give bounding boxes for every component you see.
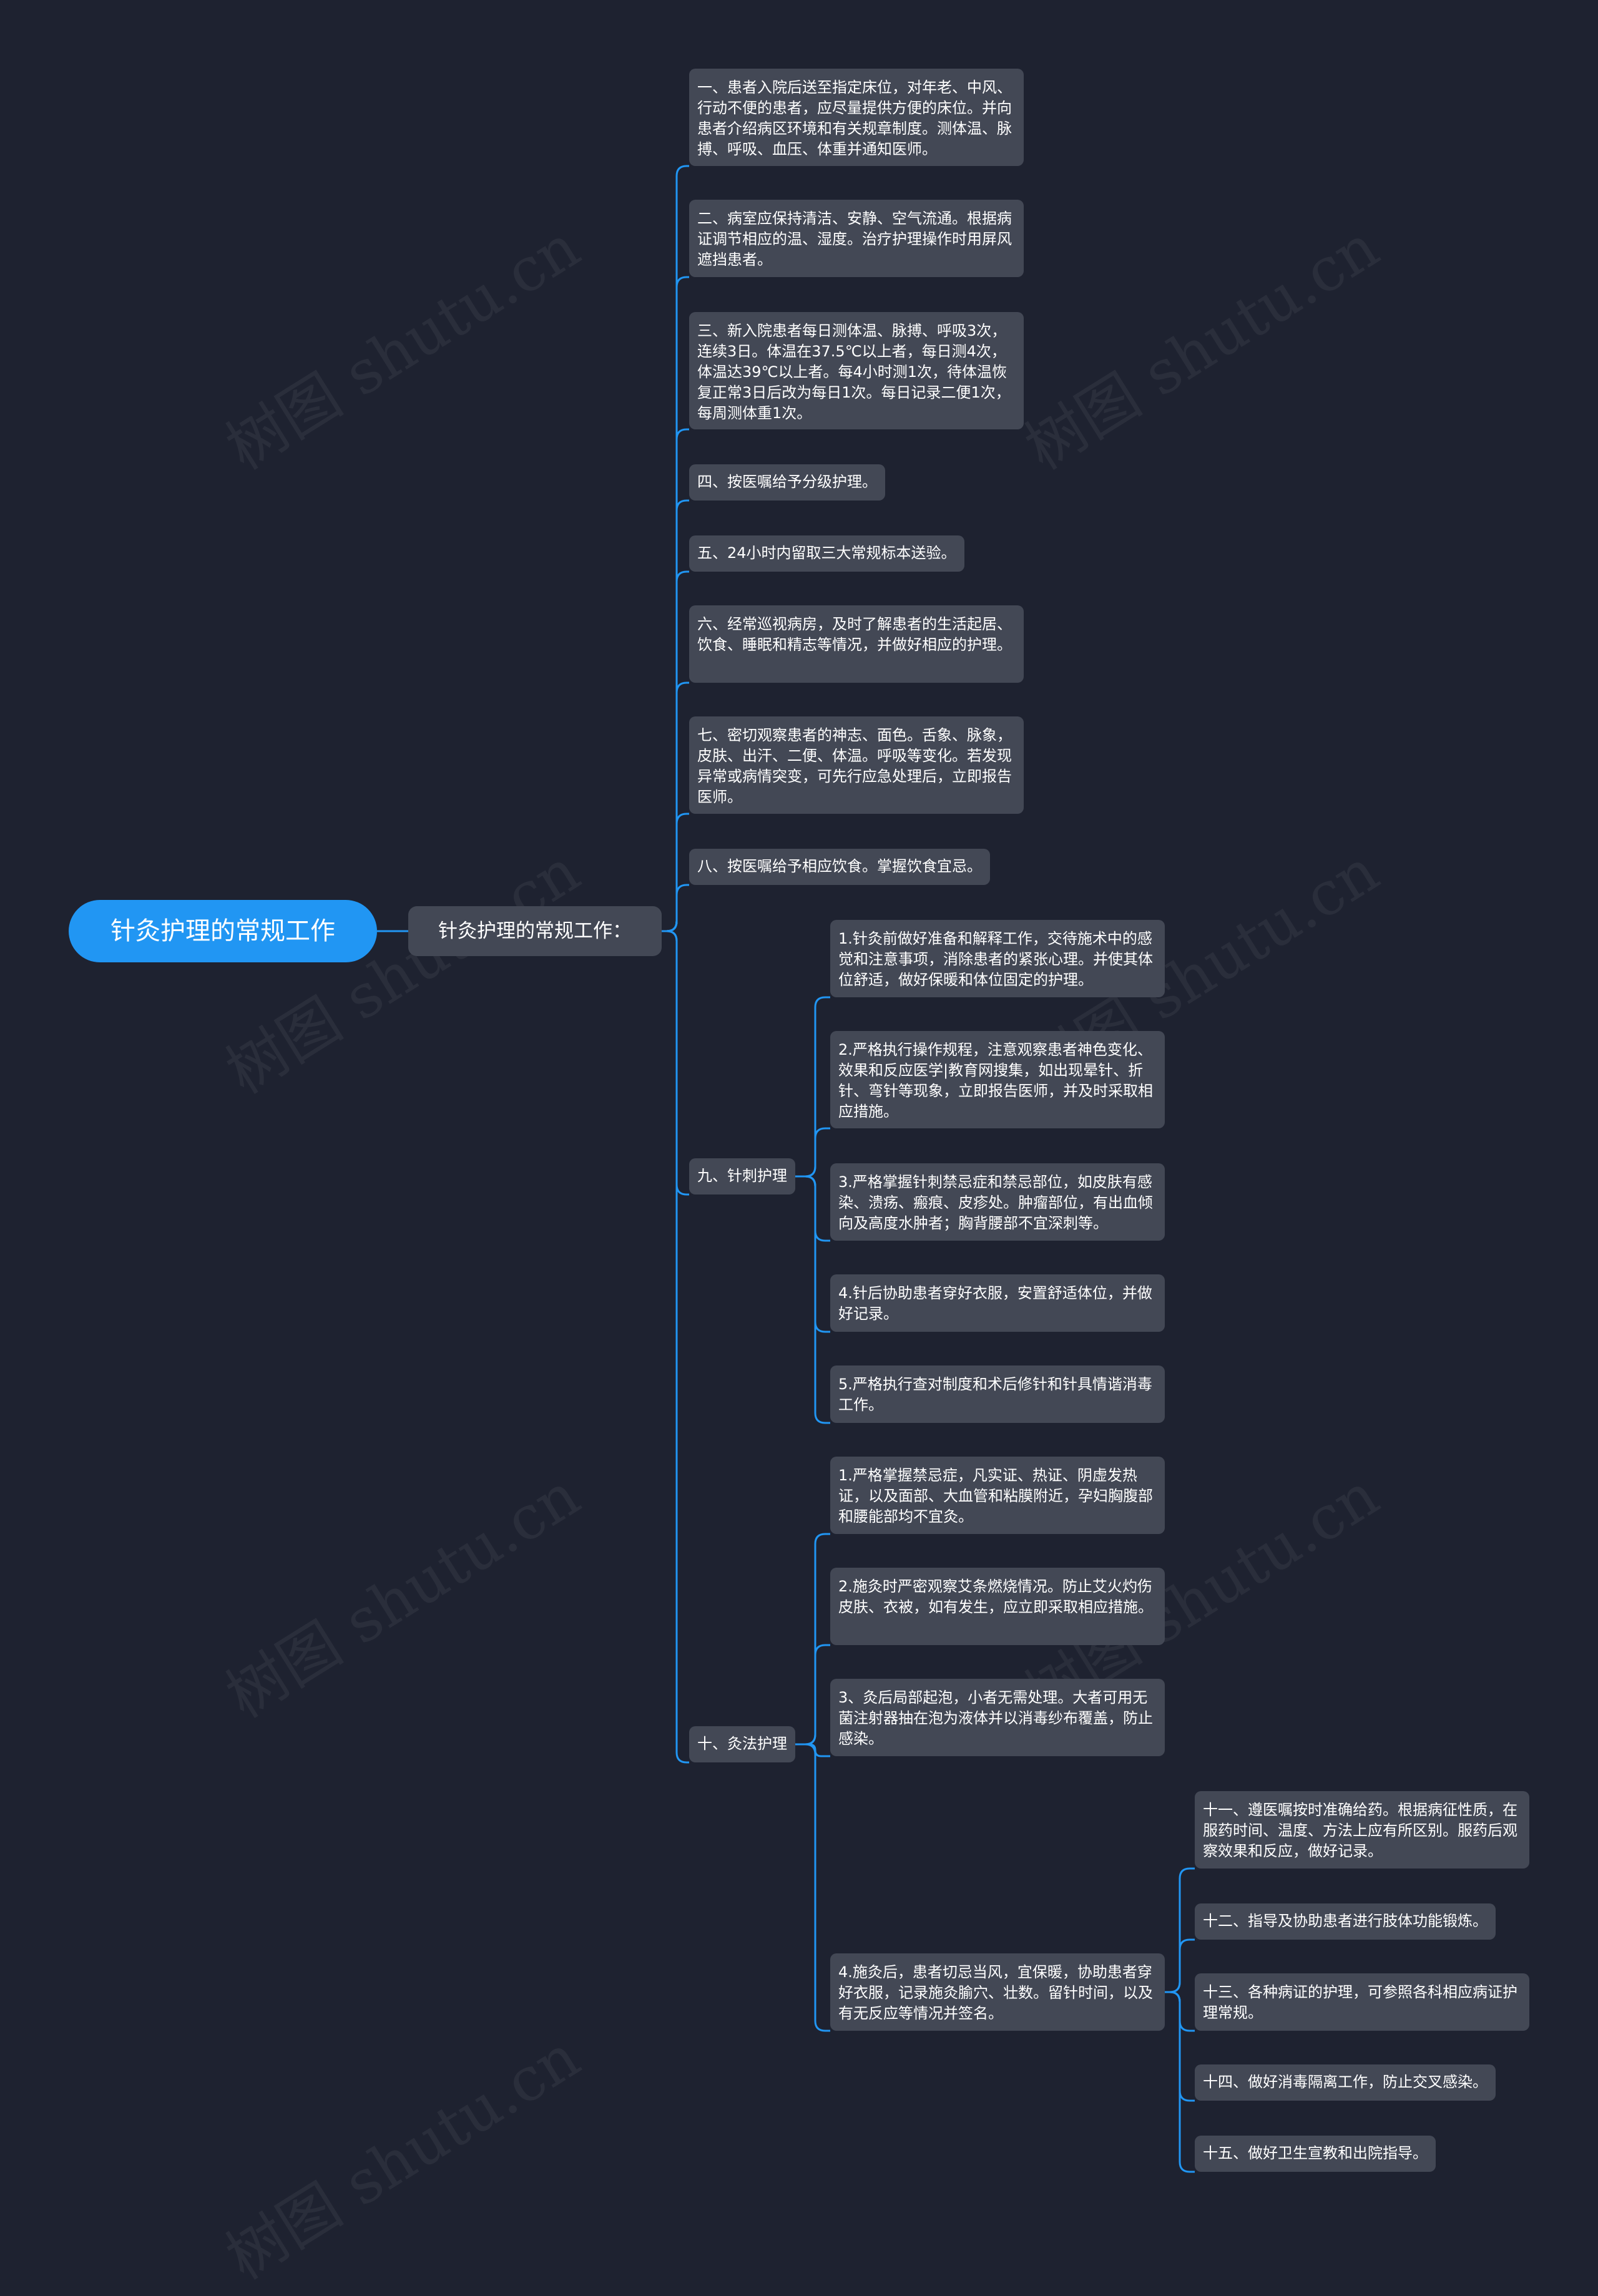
connector-line <box>795 996 830 1178</box>
sub-node-9-4[interactable]: 4.针后协助患者穿好衣服，安置舒适体位，并做好记录。 <box>830 1274 1165 1332</box>
item-node-3[interactable]: 三、新入院患者每日测体温、脉搏、呼吸3次，连续3日。体温在37.5℃以上者，每日… <box>689 312 1024 429</box>
connector-line <box>795 1743 830 2032</box>
connector-line <box>795 1533 830 1746</box>
connector-line <box>795 1175 830 1424</box>
leaf-node-13[interactable]: 十三、各种病证的护理，可参照各科相应病证护理常规。 <box>1195 1973 1529 2031</box>
connector-line <box>1165 1938 1195 1993</box>
mind-map: 树图 shutu.cn 树图 shutu.cn 树图 shutu.cn 树图 s… <box>69 69 1529 2293</box>
connector-line <box>1165 1991 1195 2173</box>
leaf-node-11[interactable]: 十一、遵医嘱按时准确给药。根据病征性质，在服药时间、温度、方法上应有所区别。服药… <box>1195 1791 1529 1869</box>
connector-line <box>662 499 689 932</box>
item-node-2[interactable]: 二、病室应保持清洁、安静、空气流通。根据病证调节相应的温、湿度。治疗护理操作时用… <box>689 200 1024 277</box>
root-node[interactable]: 针灸护理的常规工作 <box>69 900 377 962</box>
sub-node-10-3[interactable]: 3、灸后局部起泡，小者无需处理。大者可用无菌注射器抽在泡为液体并以消毒纱布覆盖，… <box>830 1679 1165 1756</box>
connector-line <box>795 1175 830 1333</box>
connector-line <box>795 1644 830 1746</box>
connector-line <box>795 1127 830 1178</box>
item-node-6[interactable]: 六、经常巡视病房，及时了解患者的生活起居、饮食、睡眠和精志等情况，并做好相应的护… <box>689 605 1024 683</box>
sub-node-9-2[interactable]: 2.严格执行操作规程，注意观察患者神色变化、效果和反应医学|教育网搜集，如出现晕… <box>830 1031 1165 1128</box>
connector-line <box>662 930 689 1764</box>
item-node-9[interactable]: 九、针刺护理 <box>689 1158 795 1194</box>
sub-node-10-4[interactable]: 4.施灸后，患者切忌当风，宜保暖，协助患者穿好衣服，记录施灸腧穴、壮数。留针时间… <box>830 1953 1165 2031</box>
connector-line <box>662 681 689 932</box>
connector-line <box>662 930 689 1196</box>
connector-line <box>662 813 689 932</box>
item-node-1[interactable]: 一、患者入院后送至指定床位，对年老、中风、行动不便的患者，应尽量提供方便的床位。… <box>689 69 1024 166</box>
item-node-5[interactable]: 五、24小时内留取三大常规标本送验。 <box>689 535 964 572</box>
connector-line <box>662 428 689 932</box>
connector-line <box>662 884 689 932</box>
connector-lines <box>377 165 1195 2173</box>
connector-line <box>662 276 689 932</box>
item-node-7[interactable]: 七、密切观察患者的神志、面色。舌象、脉象，皮肤、出汗、二便、体温。呼吸等变化。若… <box>689 716 1024 814</box>
sub-node-10-2[interactable]: 2.施灸时严密观察艾条燃烧情况。防止艾火灼伤皮肤、衣被，如有发生，应立即采取相应… <box>830 1568 1165 1645</box>
sub-node-9-1[interactable]: 1.针灸前做好准备和解释工作，交待施术中的感觉和注意事项，消除患者的紧张心理。并… <box>830 920 1165 997</box>
leaf-node-14[interactable]: 十四、做好消毒隔离工作，防止交叉感染。 <box>1195 2064 1496 2101</box>
item-node-10[interactable]: 十、灸法护理 <box>689 1726 795 1762</box>
hub-node[interactable]: 针灸护理的常规工作： <box>408 906 662 956</box>
leaf-node-12[interactable]: 十二、指导及协助患者进行肢体功能锻炼。 <box>1195 1903 1496 1940</box>
connector-line <box>662 570 689 932</box>
connector-line <box>662 165 689 932</box>
sub-node-9-3[interactable]: 3.严格掌握针刺禁忌症和禁忌部位，如皮肤有感染、溃疡、瘢痕、皮疹处。肿瘤部位，有… <box>830 1163 1165 1241</box>
leaf-node-15[interactable]: 十五、做好卫生宣教和出院指导。 <box>1195 2136 1436 2172</box>
connector-line <box>795 1175 830 1242</box>
item-node-8[interactable]: 八、按医嘱给予相应饮食。掌握饮食宜忌。 <box>689 849 990 885</box>
sub-node-9-5[interactable]: 5.严格执行查对制度和术后修针和针具情谐消毒工作。 <box>830 1365 1165 1423</box>
item-node-4[interactable]: 四、按医嘱给予分级护理。 <box>689 464 885 501</box>
sub-node-10-1[interactable]: 1.严格掌握禁忌症，凡实证、热证、阴虚发热证，以及面部、大血管和粘膜附近，孕妇胸… <box>830 1457 1165 1534</box>
